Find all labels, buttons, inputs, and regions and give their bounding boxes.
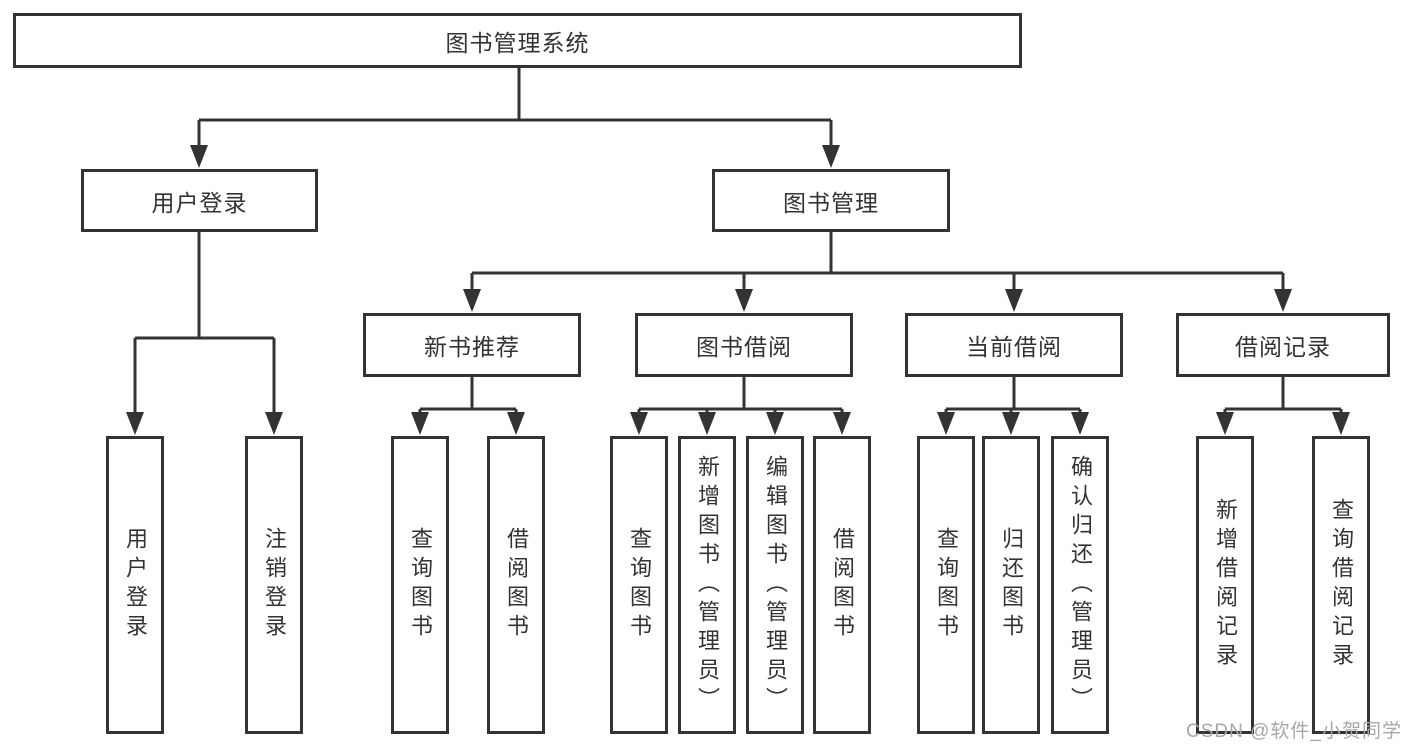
node-new-book-recommend-label: 新书推荐: [424, 334, 520, 360]
leaf-add-borrow-record: 新增借阅记录: [1196, 436, 1254, 734]
leaf-user-login: 用户登录: [106, 436, 164, 734]
leaf-query-borrow-record: 查询借阅记录: [1312, 436, 1370, 734]
node-current-borrow: 当前借阅: [905, 313, 1123, 377]
node-book-management-label: 图书管理: [783, 189, 879, 216]
node-book-management: 图书管理: [712, 169, 950, 232]
leaf-edit-book-admin: 编辑图书（管理员）: [746, 436, 804, 734]
node-borrow-record: 借阅记录: [1176, 313, 1390, 377]
leaf-query-book-current: 查询图书: [917, 436, 975, 734]
leaf-label: 编辑图书（管理员）: [763, 454, 788, 716]
leaf-label: 借阅图书: [830, 527, 855, 643]
arrowheads: [126, 145, 1350, 435]
leaf-label: 用户登录: [123, 527, 148, 643]
leaf-label: 新增图书（管理员）: [695, 454, 720, 716]
node-book-borrow-label: 图书借阅: [696, 334, 792, 360]
leaf-add-book-admin: 新增图书（管理员）: [678, 436, 736, 734]
leaf-label: 注销登录: [262, 527, 287, 643]
watermark: CSDN @软件_小贺同学: [1186, 721, 1402, 742]
node-borrow-record-label: 借阅记录: [1235, 334, 1331, 360]
node-user-login-label: 用户登录: [151, 189, 248, 216]
leaf-query-book-borrow: 查询图书: [610, 436, 668, 734]
leaf-query-book-recommend: 查询图书: [391, 436, 449, 734]
connector-path: [133, 66, 1343, 415]
leaf-label: 确认归还（管理员）: [1068, 454, 1093, 716]
leaf-label: 查询图书: [627, 527, 652, 643]
node-root: 图书管理系统: [13, 13, 1022, 68]
node-user-login: 用户登录: [81, 169, 318, 232]
leaf-logout-login: 注销登录: [245, 436, 303, 734]
node-new-book-recommend: 新书推荐: [363, 313, 581, 377]
leaf-confirm-return-admin: 确认归还（管理员）: [1051, 436, 1109, 734]
leaf-label: 新增借阅记录: [1213, 498, 1238, 672]
leaf-label: 查询借阅记录: [1329, 498, 1354, 672]
leaf-label: 借阅图书: [504, 527, 529, 643]
leaf-label: 查询图书: [408, 527, 433, 643]
node-book-borrow: 图书借阅: [635, 313, 853, 377]
leaf-return-book: 归还图书: [982, 436, 1040, 734]
node-root-label: 图书管理系统: [445, 29, 590, 56]
leaf-label: 查询图书: [934, 527, 959, 643]
leaf-borrow-book-borrow: 借阅图书: [813, 436, 871, 734]
leaf-borrow-book-recommend: 借阅图书: [487, 436, 545, 734]
leaf-label: 归还图书: [999, 527, 1024, 643]
node-current-borrow-label: 当前借阅: [966, 334, 1062, 360]
